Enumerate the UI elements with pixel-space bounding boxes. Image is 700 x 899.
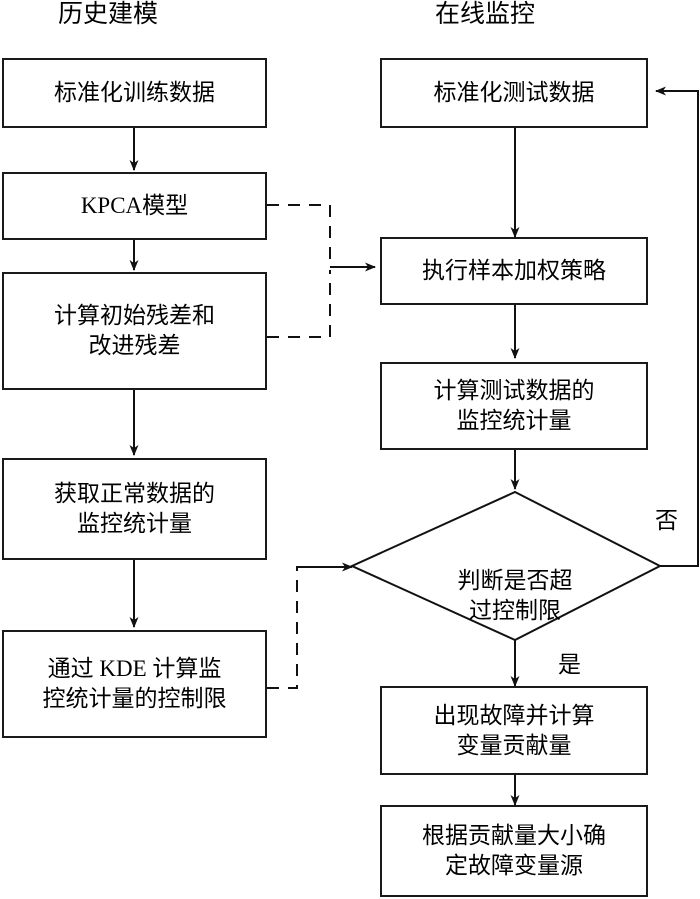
node-kde-control-limit[interactable]: 通过 KDE 计算监 控统计量的控制限 — [2, 630, 267, 738]
node-fault-and-variable-contribution[interactable]: 出现故障并计算 变量贡献量 — [380, 686, 648, 775]
node-label: 出现故障并计算 变量贡献量 — [433, 702, 595, 758]
node-label: 计算初始残差和 改进残差 — [54, 303, 215, 358]
node-kpca-model[interactable]: KPCA模型 — [2, 172, 267, 240]
node-label: 通过 KDE 计算监 控统计量的控制限 — [42, 656, 227, 711]
node-obtain-normal-data-statistics[interactable]: 获取正常数据的 监控统计量 — [2, 458, 267, 560]
edge-decision-no-feedback — [655, 86, 699, 567]
edge-label-no: 否 — [655, 508, 678, 533]
node-compute-test-data-statistics[interactable]: 计算测试数据的 监控统计量 — [380, 362, 648, 450]
edge-residual-dashed-to-bus — [267, 270, 331, 338]
node-standardized-test-data[interactable]: 标准化测试数据 — [380, 58, 648, 128]
node-sample-weighting-strategy[interactable]: 执行样本加权策略 — [380, 237, 648, 305]
node-label: KPCA模型 — [80, 193, 189, 218]
node-label: 获取正常数据的 监控统计量 — [54, 481, 215, 536]
node-label: 计算测试数据的 监控统计量 — [433, 378, 595, 433]
node-label: 根据贡献量大小确 定故障变量源 — [422, 823, 606, 878]
column-title-historical-modeling: 历史建模 — [58, 1, 159, 28]
edge-kde-dashed-to-decision-bus — [267, 566, 340, 689]
node-identify-fault-variable-source[interactable]: 根据贡献量大小确 定故障变量源 — [380, 805, 648, 897]
node-compute-initial-and-improved-residual[interactable]: 计算初始残差和 改进残差 — [2, 272, 267, 390]
node-label: 执行样本加权策略 — [422, 258, 606, 283]
node-exceed-control-limit-decision[interactable]: 判断是否超 过控制限 — [405, 536, 625, 626]
column-title-online-monitoring: 在线监控 — [435, 1, 536, 28]
node-label: 判断是否超 过控制限 — [457, 568, 573, 623]
node-label: 标准化训练数据 — [54, 80, 215, 105]
edge-label-yes: 是 — [558, 652, 581, 677]
edge-kpca-dashed-to-bus — [267, 204, 331, 267]
node-label: 标准化测试数据 — [433, 80, 595, 105]
node-standardized-training-data[interactable]: 标准化训练数据 — [2, 58, 267, 128]
